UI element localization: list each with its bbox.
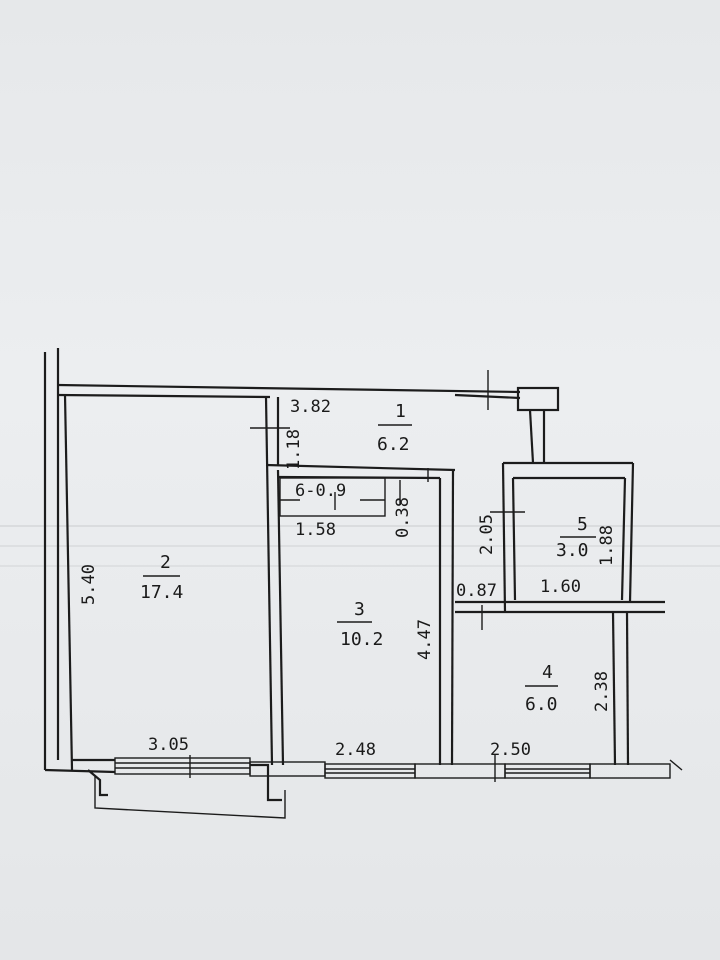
room-4-area: 6.0 [525, 694, 558, 715]
dim-0-38: 0.38 [393, 497, 413, 538]
room-1-number: 1 [395, 401, 406, 422]
bathroom-5-walls [454, 370, 665, 630]
room-2-number: 2 [160, 552, 171, 573]
balcony [87, 763, 286, 819]
dim-5-40: 5.40 [79, 564, 99, 605]
dim-2-50: 2.50 [490, 740, 531, 760]
dim-1-88: 1.88 [597, 525, 617, 566]
dim-4-47: 4.47 [415, 619, 435, 660]
outer-walls [43, 348, 521, 774]
dimension-labels: 3.82 1.18 1.58 0.38 5.40 3.05 2.48 4.47 … [79, 397, 617, 760]
room-1-area: 6.2 [377, 434, 410, 455]
window-room-2 [114, 755, 251, 778]
dim-0-87: 0.87 [456, 581, 497, 601]
dim-2-38: 2.38 [592, 671, 612, 712]
dim-1-18: 1.18 [284, 429, 304, 470]
dim-2-05: 2.05 [477, 514, 497, 555]
dim-3-82: 3.82 [290, 397, 331, 417]
dim-3-05: 3.05 [148, 735, 189, 755]
room-4-number: 4 [542, 662, 553, 683]
corridor-walls [250, 397, 456, 480]
room-4-walls [611, 611, 630, 766]
room-3-area: 10.2 [340, 629, 383, 650]
dim-1-58: 1.58 [295, 520, 336, 540]
scan-noise [0, 525, 720, 567]
room-labels: 1 6.2 2 17.4 3 10.2 4 6.0 5 3.0 6-0.9 [140, 401, 596, 715]
inner-wall-2-3 [264, 396, 285, 766]
dim-2-48: 2.48 [335, 740, 376, 760]
dim-1-60: 1.60 [540, 577, 581, 597]
room-5-area: 3.0 [556, 540, 589, 561]
bottom-wall-windows [249, 755, 683, 782]
closet-6 [279, 468, 429, 517]
inner-wall-3-4 [438, 469, 455, 766]
room-5-number: 5 [577, 514, 588, 535]
room-3-number: 3 [354, 599, 365, 620]
closet-6-label: 6-0.9 [295, 481, 346, 501]
room-2-area: 17.4 [140, 582, 183, 603]
